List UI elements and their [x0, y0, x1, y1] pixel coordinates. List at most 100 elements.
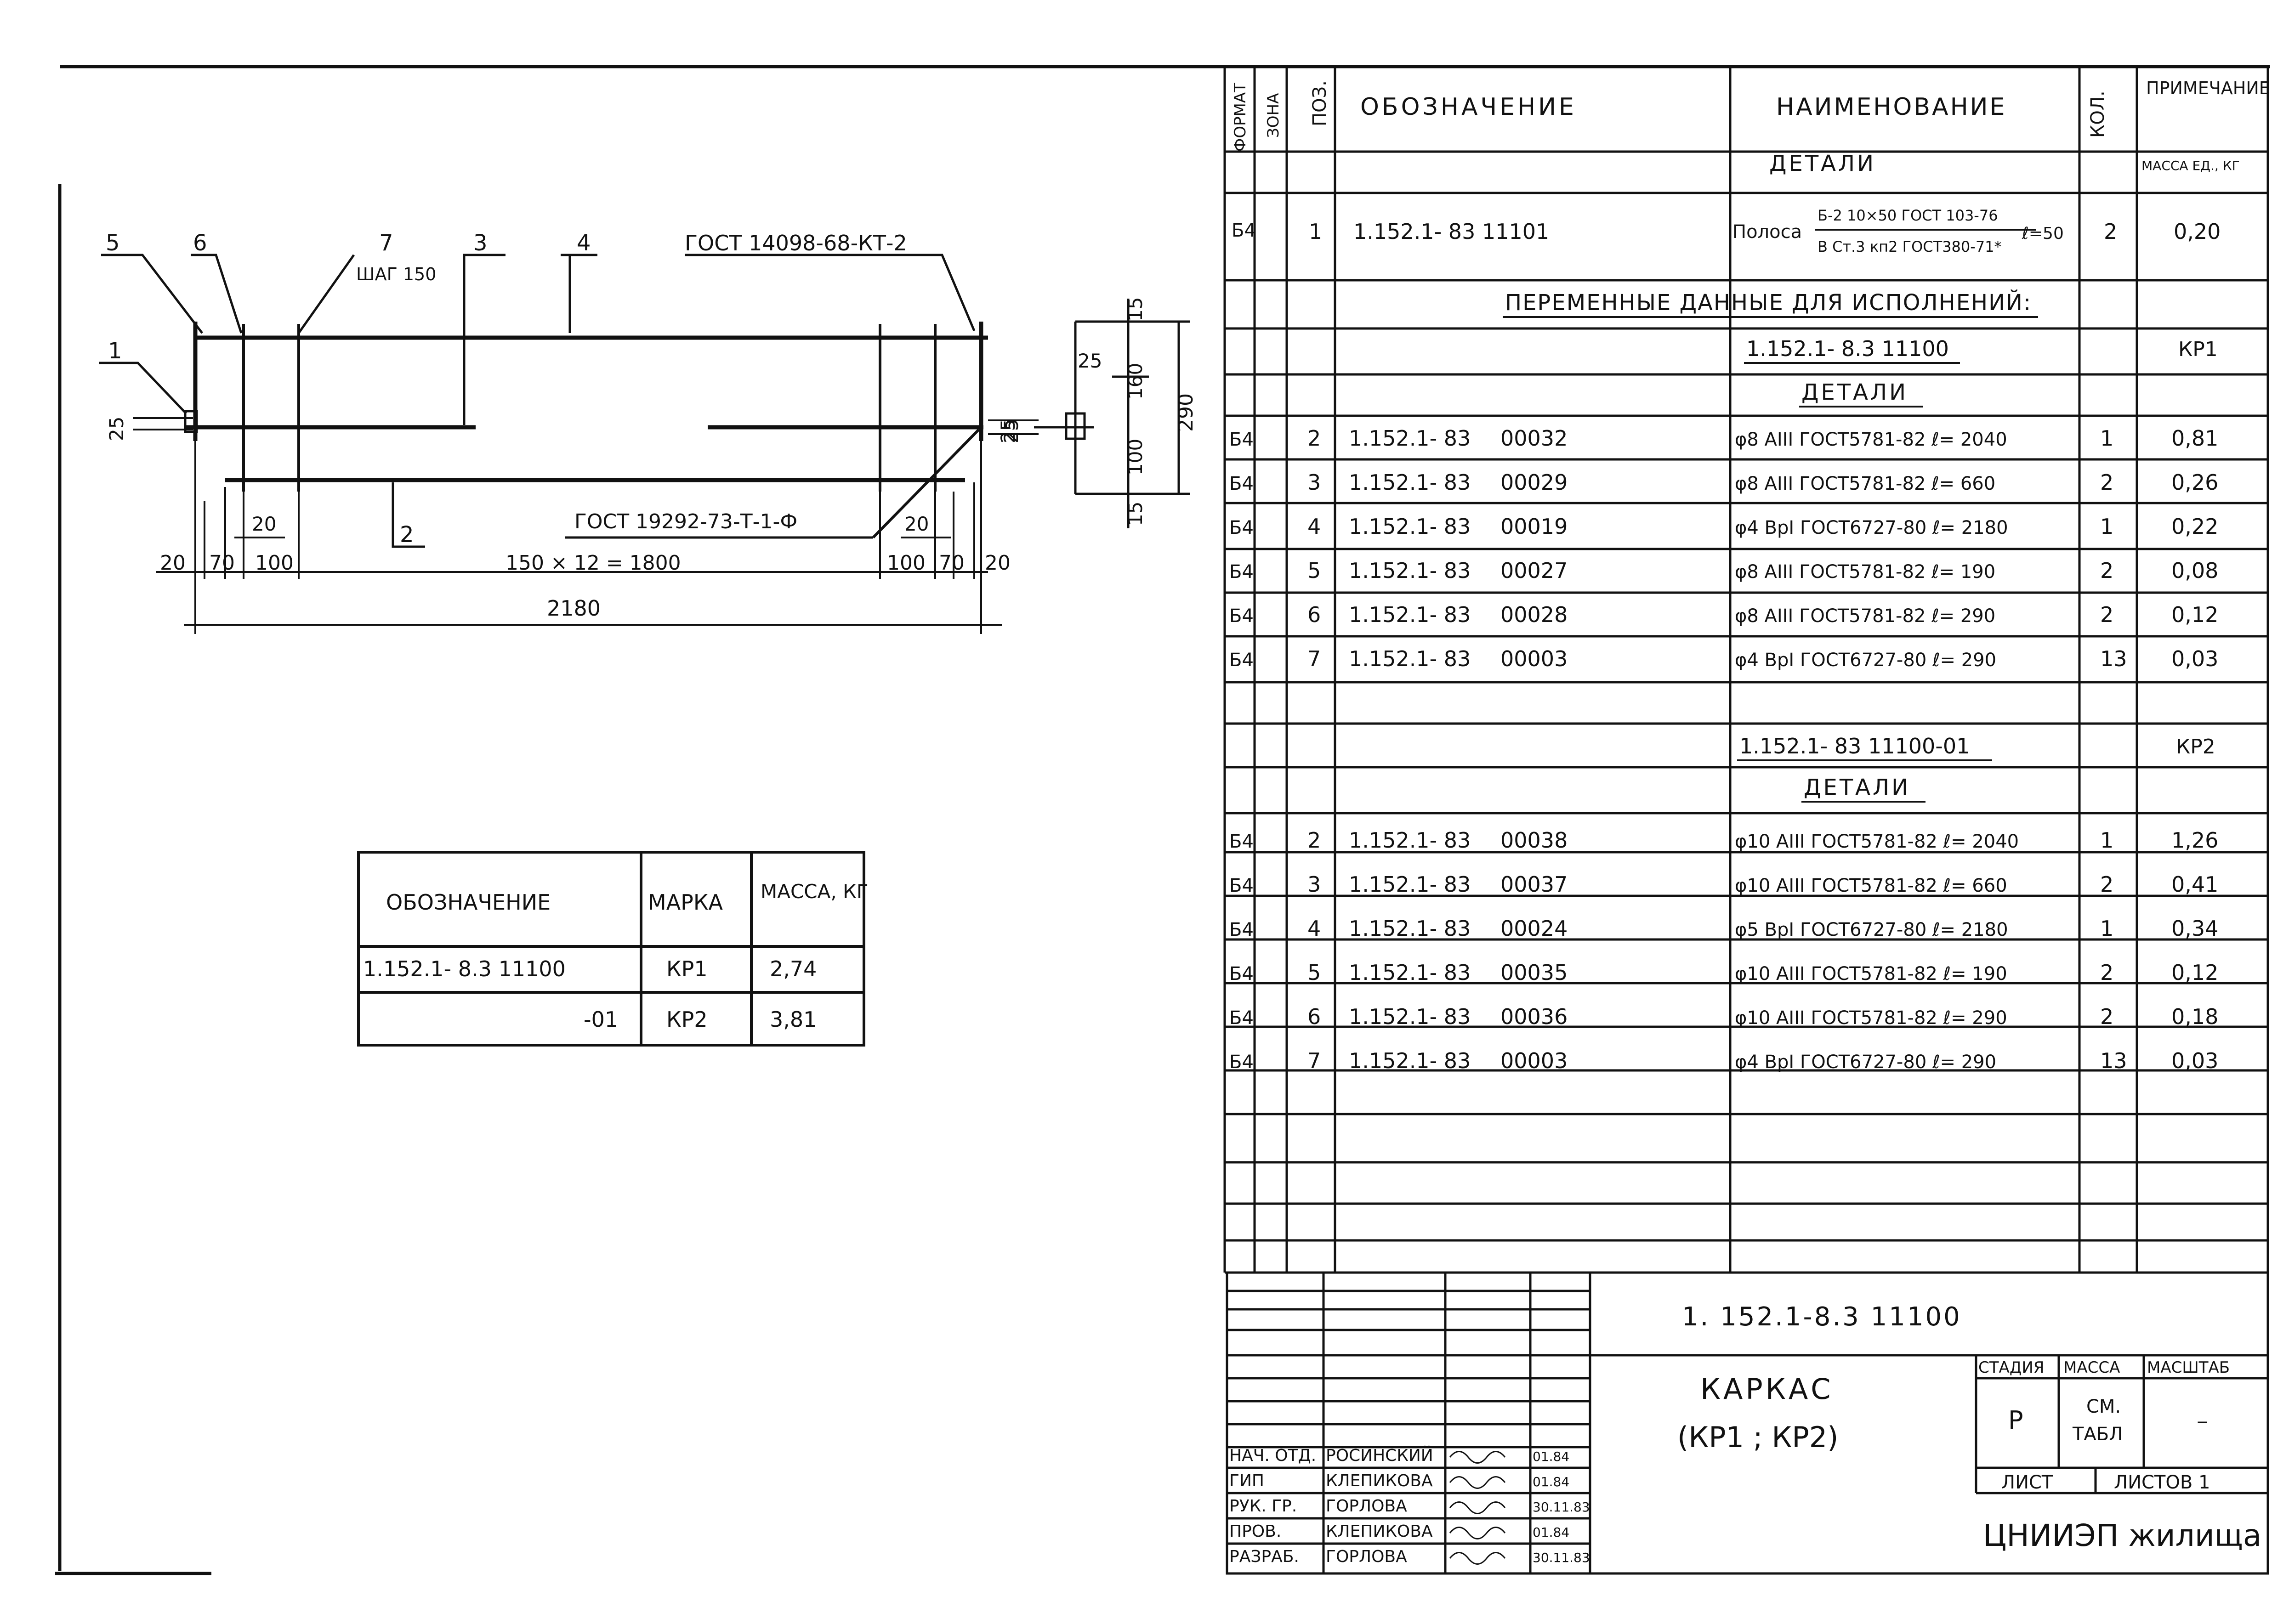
kr2-item-code: 1.152.1- 83 [1349, 828, 1471, 853]
signature-role: РУК. ГР. [1229, 1497, 1297, 1516]
kr2-item-code: 1.152.1- 83 [1349, 1048, 1471, 1073]
kr1-item-name: φ8 АIII ГОСТ5781-82 ℓ= 660 [1735, 473, 1995, 494]
sec-dim-15-top: 15 [1124, 297, 1147, 322]
signature-date: 01.84 [1533, 1474, 1569, 1489]
spec-header-format: ФОРМАТ [1231, 83, 1250, 152]
kr1-item-qty: 2 [2100, 470, 2113, 495]
signature-date: 30.11.83 [1533, 1550, 1590, 1565]
kr2-item-pos: 5 [1307, 960, 1321, 985]
mass-table-row1-mark: КР1 [666, 956, 708, 981]
kr1-item-number: 00029 [1500, 470, 1568, 495]
kr1-item-name: φ4 ВрI ГОСТ6727-80 ℓ= 2180 [1735, 517, 2008, 538]
kr2-item-mass: 0,03 [2171, 1048, 2218, 1073]
signature-date: 01.84 [1533, 1525, 1569, 1540]
section-view: 15 25 160 290 25 100 15 [1000, 297, 1198, 528]
sec-dim-100: 100 [1124, 439, 1147, 475]
kr2-item-number: 00036 [1500, 1004, 1568, 1029]
kr1-item-code: 1.152.1- 83 [1349, 602, 1471, 627]
dim-inner-20-right: 20 [904, 513, 929, 535]
signature-role: РАЗРАБ. [1229, 1547, 1299, 1566]
leader-1: 1 [108, 338, 122, 364]
variant1-mark: КР1 [2178, 338, 2218, 361]
title-line2: (КР1 ; КР2) [1677, 1420, 1838, 1454]
kr1-item-pos: 6 [1307, 602, 1321, 627]
mass-header: МАССА [2063, 1358, 2120, 1377]
kr1-item-code: 1.152.1- 83 [1349, 426, 1471, 451]
kr1-item-code: 1.152.1- 83 [1349, 646, 1471, 671]
sec-dim-25-a: 25 [1078, 350, 1102, 372]
kr2-item-code: 1.152.1- 83 [1349, 960, 1471, 985]
kr2-item-pos: 2 [1307, 828, 1321, 853]
spec-header-qty: КОЛ. [2087, 91, 2108, 138]
dim-left-20: 20 [160, 551, 186, 575]
kr1-item-format: Б4 [1229, 517, 1254, 538]
stage-value: Р [2008, 1406, 2023, 1435]
variant2-mark: КР2 [2176, 735, 2215, 758]
spec-header-name: НАИМЕНОВАНИЕ [1776, 93, 2006, 121]
mass-table-row2-designation: -01 [584, 1007, 618, 1032]
scale-value: – [2197, 1408, 2208, 1434]
spec-table: ФОРМАТ ЗОНА ПОЗ. ОБОЗНАЧЕНИЕ НАИМЕНОВАНИ… [1223, 67, 2270, 1274]
sheet-label: ЛИСТ [2001, 1472, 2053, 1493]
kr2-item-pos: 3 [1307, 872, 1321, 897]
doc-number: 1. 152.1-8.3 11100 [1682, 1302, 1962, 1332]
kr1-item-number: 00032 [1500, 426, 1568, 451]
kr2-item-name: φ10 АIII ГОСТ5781-82 ℓ= 2040 [1735, 831, 2019, 852]
signature-role: ГИП [1229, 1471, 1264, 1490]
dim-total: 2180 [547, 596, 601, 621]
spec-header-zone: ЗОНА [1264, 93, 1283, 138]
kr2-item-format: Б4 [1229, 831, 1254, 852]
kr1-item-name: φ4 ВрI ГОСТ6727-80 ℓ= 290 [1735, 650, 1996, 671]
row1-name-length: ℓ=50 [2022, 224, 2064, 243]
kr1-item-mass: 0,12 [2171, 602, 2218, 627]
leader-2: 2 [400, 522, 414, 548]
dim-spacing: 150 × 12 = 1800 [506, 551, 681, 575]
stage-header: СТАДИЯ [1978, 1358, 2044, 1377]
signature-scribble [1449, 1476, 1506, 1489]
row1-designation: 1.152.1- 83 11101 [1353, 219, 1549, 244]
kr2-item-name: φ5 ВрI ГОСТ6727-80 ℓ= 2180 [1735, 919, 2008, 940]
kr1-item-pos: 4 [1307, 514, 1321, 539]
spec-header-pos: ПОЗ. [1309, 80, 1330, 126]
kr2-item-number: 00035 [1500, 960, 1568, 985]
sec-dim-160: 160 [1124, 363, 1147, 400]
mass-table-row2-mark: КР2 [666, 1007, 708, 1032]
kr2-item-name: φ10 АIII ГОСТ5781-82 ℓ= 660 [1735, 875, 2007, 896]
kr2-item-mass: 0,34 [2171, 916, 2218, 941]
leader-4: 4 [577, 230, 591, 256]
signature-scribble [1449, 1527, 1506, 1539]
variant2-details-title: ДЕТАЛИ [1804, 775, 1910, 800]
signature-role: ПРОВ. [1229, 1522, 1281, 1541]
organization: ЦНИИЭП жилища [1983, 1518, 2261, 1553]
kr2-item-mass: 1,26 [2171, 828, 2218, 853]
signature-scribble [1449, 1552, 1506, 1565]
gost-bottom-label: ГОСТ 19292-73-Т-1-Ф [574, 510, 797, 533]
kr2-item-name: φ10 АIII ГОСТ5781-82 ℓ= 190 [1735, 963, 2007, 985]
kr1-item-mass: 0,03 [2171, 646, 2218, 671]
sheets-label: ЛИСТОВ 1 [2114, 1472, 2210, 1493]
signature-date: 01.84 [1533, 1449, 1569, 1464]
kr2-item-qty: 2 [2100, 960, 2113, 985]
spec-header-note: ПРИМЕЧАНИЕ [2146, 78, 2270, 98]
signature-name: КЛЕПИКОВА [1326, 1522, 1433, 1541]
mass-table-row2-mass: 3,81 [770, 1007, 817, 1032]
spec-header-designation: ОБОЗНАЧЕНИЕ [1360, 93, 1577, 121]
kr2-item-mass: 0,41 [2171, 872, 2218, 897]
leader-6: 6 [193, 230, 207, 256]
frame-drawing: 5 6 7 ШАГ 150 3 4 ГОСТ 14098-68-КТ-2 1 2… [99, 230, 1039, 634]
kr1-item-pos: 2 [1307, 426, 1321, 451]
kr2-item-code: 1.152.1- 83 [1349, 916, 1471, 941]
dim-inner-20-left: 20 [252, 513, 276, 535]
kr2-item-qty: 13 [2100, 1048, 2127, 1073]
kr1-item-qty: 2 [2100, 602, 2113, 627]
dim-edge-25-right: 25 [997, 419, 1019, 443]
kr1-item-qty: 1 [2100, 426, 2113, 451]
details-title: ДЕТАЛИ [1769, 151, 1876, 176]
